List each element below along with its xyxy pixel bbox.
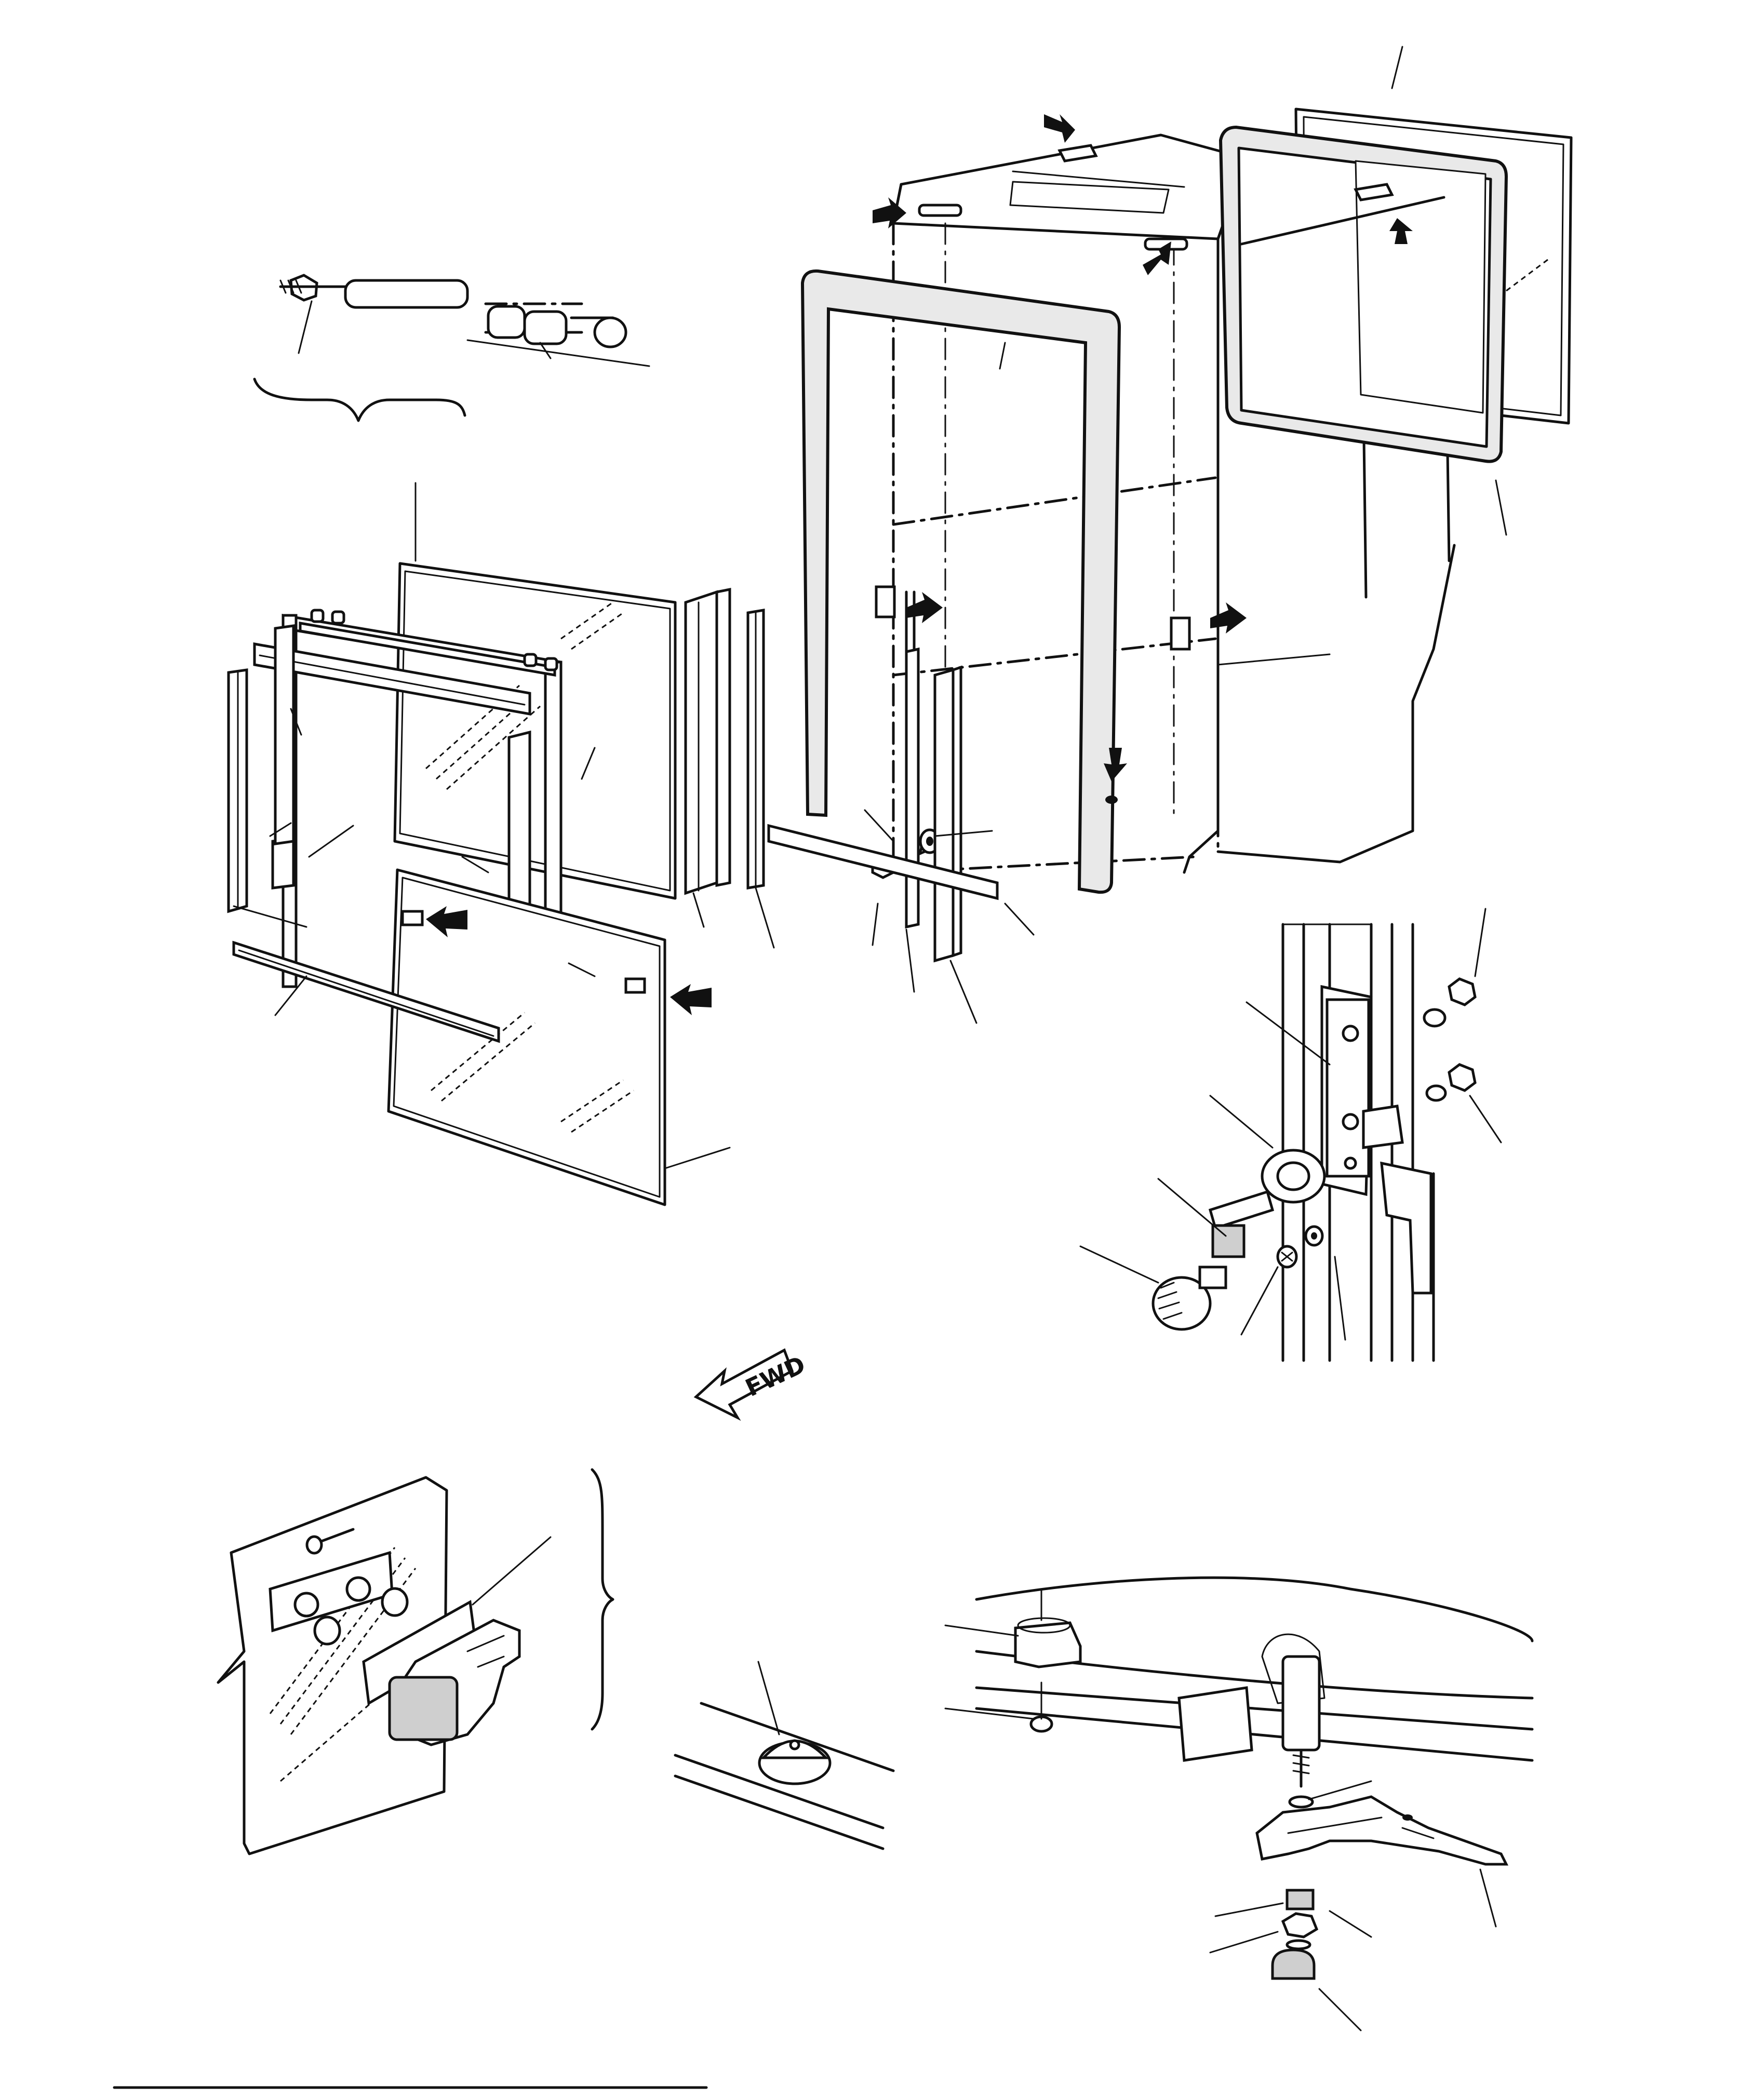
rubber-stop-icon xyxy=(758,1739,832,1785)
cab-frame xyxy=(767,46,1573,1024)
stop-bracket-plate xyxy=(1177,1686,1253,1762)
hinge-bolt-icon xyxy=(279,274,347,302)
foam-pad xyxy=(875,144,1394,804)
hinge-sleeve-icon xyxy=(344,279,469,309)
knob-icon xyxy=(1152,1266,1227,1331)
callout-arrow-icon xyxy=(426,906,467,937)
lower-glass-panel xyxy=(387,868,666,1206)
bottom-rail xyxy=(232,940,500,1043)
door-latch-detail xyxy=(1079,908,1502,1362)
door-stop-detail xyxy=(944,1576,1534,2031)
window-latch-handle-icon xyxy=(388,1619,521,1746)
stop-post-icon xyxy=(1281,1655,1321,1788)
direction-arrow-icon: FWD xyxy=(693,1348,810,1421)
window-latch-detail xyxy=(217,1468,614,1855)
catch-bracket xyxy=(1380,1161,1432,1295)
leader-line xyxy=(298,300,313,354)
side-channel-left xyxy=(227,668,248,913)
vertical-channel-pair xyxy=(684,587,765,895)
top-rail xyxy=(253,642,531,716)
latch-pin-icon xyxy=(305,1528,355,1555)
grouping-brace-icon xyxy=(591,1468,614,1731)
door-catch-hook-icon xyxy=(1255,1795,1509,1866)
acorn-nut-icon xyxy=(1423,977,1477,1102)
rubber-stop-detail xyxy=(674,1661,895,1850)
seal-rod xyxy=(1240,196,1445,246)
grouping-brace-icon xyxy=(253,378,466,422)
bumper-screw-icon xyxy=(1029,1681,1053,1733)
side-channel-inner-left xyxy=(271,624,295,890)
leader-line xyxy=(757,1661,780,1735)
hinge-barrel-icon xyxy=(466,302,650,367)
stop-nut-stack-icon xyxy=(1271,1889,1319,1980)
latch-screw-icon xyxy=(1276,1225,1324,1269)
stop-washer-icon xyxy=(1288,1795,1314,1809)
leader-line xyxy=(1495,479,1507,536)
door-channel-strips xyxy=(767,647,999,963)
callout-arrow-icon xyxy=(670,984,712,1015)
rubber-bumper-icon xyxy=(1208,1149,1326,1258)
sliding-door-assembly xyxy=(227,482,775,1206)
striker-icon xyxy=(1362,1105,1404,1149)
upper-glass-panel xyxy=(393,562,677,900)
callout-arrow-icon xyxy=(873,114,1413,782)
door-seal-frame xyxy=(800,269,1121,894)
rear-window-seal xyxy=(1219,125,1508,463)
hinge-pin-detail xyxy=(253,274,650,422)
bumper-block-icon xyxy=(1014,1588,1082,1668)
leader-line xyxy=(472,1536,552,1606)
leader-line xyxy=(999,342,1006,370)
